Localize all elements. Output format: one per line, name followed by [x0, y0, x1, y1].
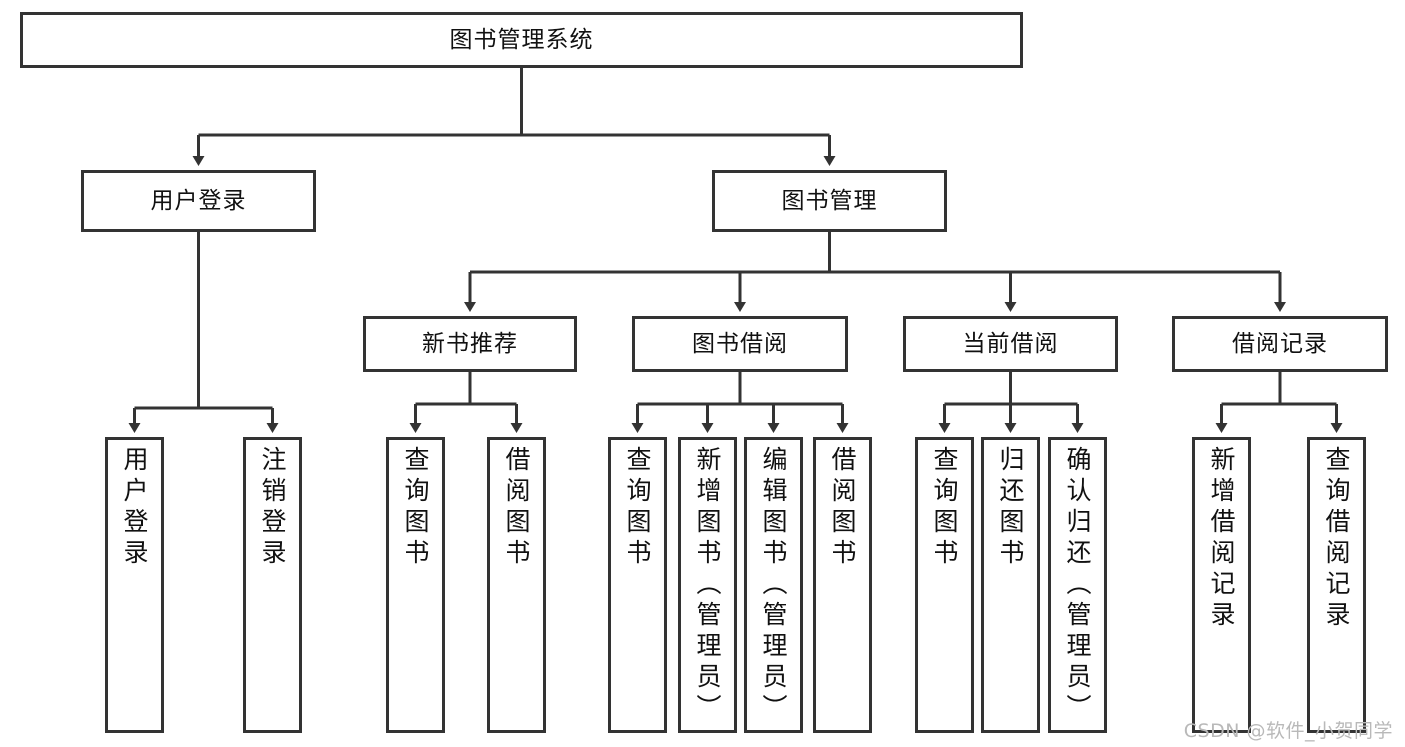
node-current-borrow[interactable]: 当前借阅	[903, 316, 1118, 372]
node-leaf-user-logout[interactable]: 注销登录	[243, 437, 302, 733]
node-leaf-return-book[interactable]: 归还图书	[981, 437, 1040, 733]
node-label: 查询图书	[930, 446, 959, 570]
watermark-label: CSDN @软件_小贺同学	[1183, 720, 1393, 742]
node-label: 确认归还（管理员）	[1063, 446, 1092, 725]
node-label: 图书管理	[781, 187, 878, 214]
node-label: 借阅图书	[828, 446, 857, 570]
node-root-system[interactable]: 图书管理系统	[20, 12, 1023, 68]
node-leaf-add-borrow-record[interactable]: 新增借阅记录	[1192, 437, 1251, 733]
node-user-login[interactable]: 用户登录	[81, 170, 316, 232]
node-leaf-query-borrow-record[interactable]: 查询借阅记录	[1307, 437, 1366, 733]
node-label: 当前借阅	[962, 330, 1059, 357]
node-book-borrow[interactable]: 图书借阅	[632, 316, 848, 372]
node-label: 注销登录	[258, 446, 287, 570]
node-label: 查询图书	[623, 446, 652, 570]
node-label: 新书推荐	[422, 330, 518, 357]
node-label: 用户登录	[120, 446, 149, 570]
node-leaf-query-book-1[interactable]: 查询图书	[386, 437, 445, 733]
node-new-book-recommend[interactable]: 新书推荐	[363, 316, 577, 372]
node-label: 查询借阅记录	[1322, 446, 1351, 632]
node-label: 借阅记录	[1232, 330, 1328, 357]
node-book-manage[interactable]: 图书管理	[712, 170, 947, 232]
node-leaf-query-book-2[interactable]: 查询图书	[608, 437, 667, 733]
node-label: 新增图书（管理员）	[693, 446, 722, 725]
node-label: 查询图书	[401, 446, 430, 570]
node-leaf-add-book-admin[interactable]: 新增图书（管理员）	[678, 437, 737, 733]
node-leaf-borrow-book-2[interactable]: 借阅图书	[813, 437, 872, 733]
node-borrow-record[interactable]: 借阅记录	[1172, 316, 1388, 372]
node-label: 用户登录	[150, 187, 247, 214]
node-label: 新增借阅记录	[1207, 446, 1236, 632]
node-leaf-borrow-book-1[interactable]: 借阅图书	[487, 437, 546, 733]
node-label: 图书管理系统	[449, 26, 594, 53]
node-leaf-confirm-return-admin[interactable]: 确认归还（管理员）	[1048, 437, 1107, 733]
node-label: 借阅图书	[502, 446, 531, 570]
node-leaf-query-book-3[interactable]: 查询图书	[915, 437, 974, 733]
node-label: 归还图书	[996, 446, 1025, 570]
node-label: 编辑图书（管理员）	[759, 446, 788, 725]
node-leaf-user-login[interactable]: 用户登录	[105, 437, 164, 733]
node-leaf-edit-book-admin[interactable]: 编辑图书（管理员）	[744, 437, 803, 733]
node-label: 图书借阅	[692, 330, 788, 357]
